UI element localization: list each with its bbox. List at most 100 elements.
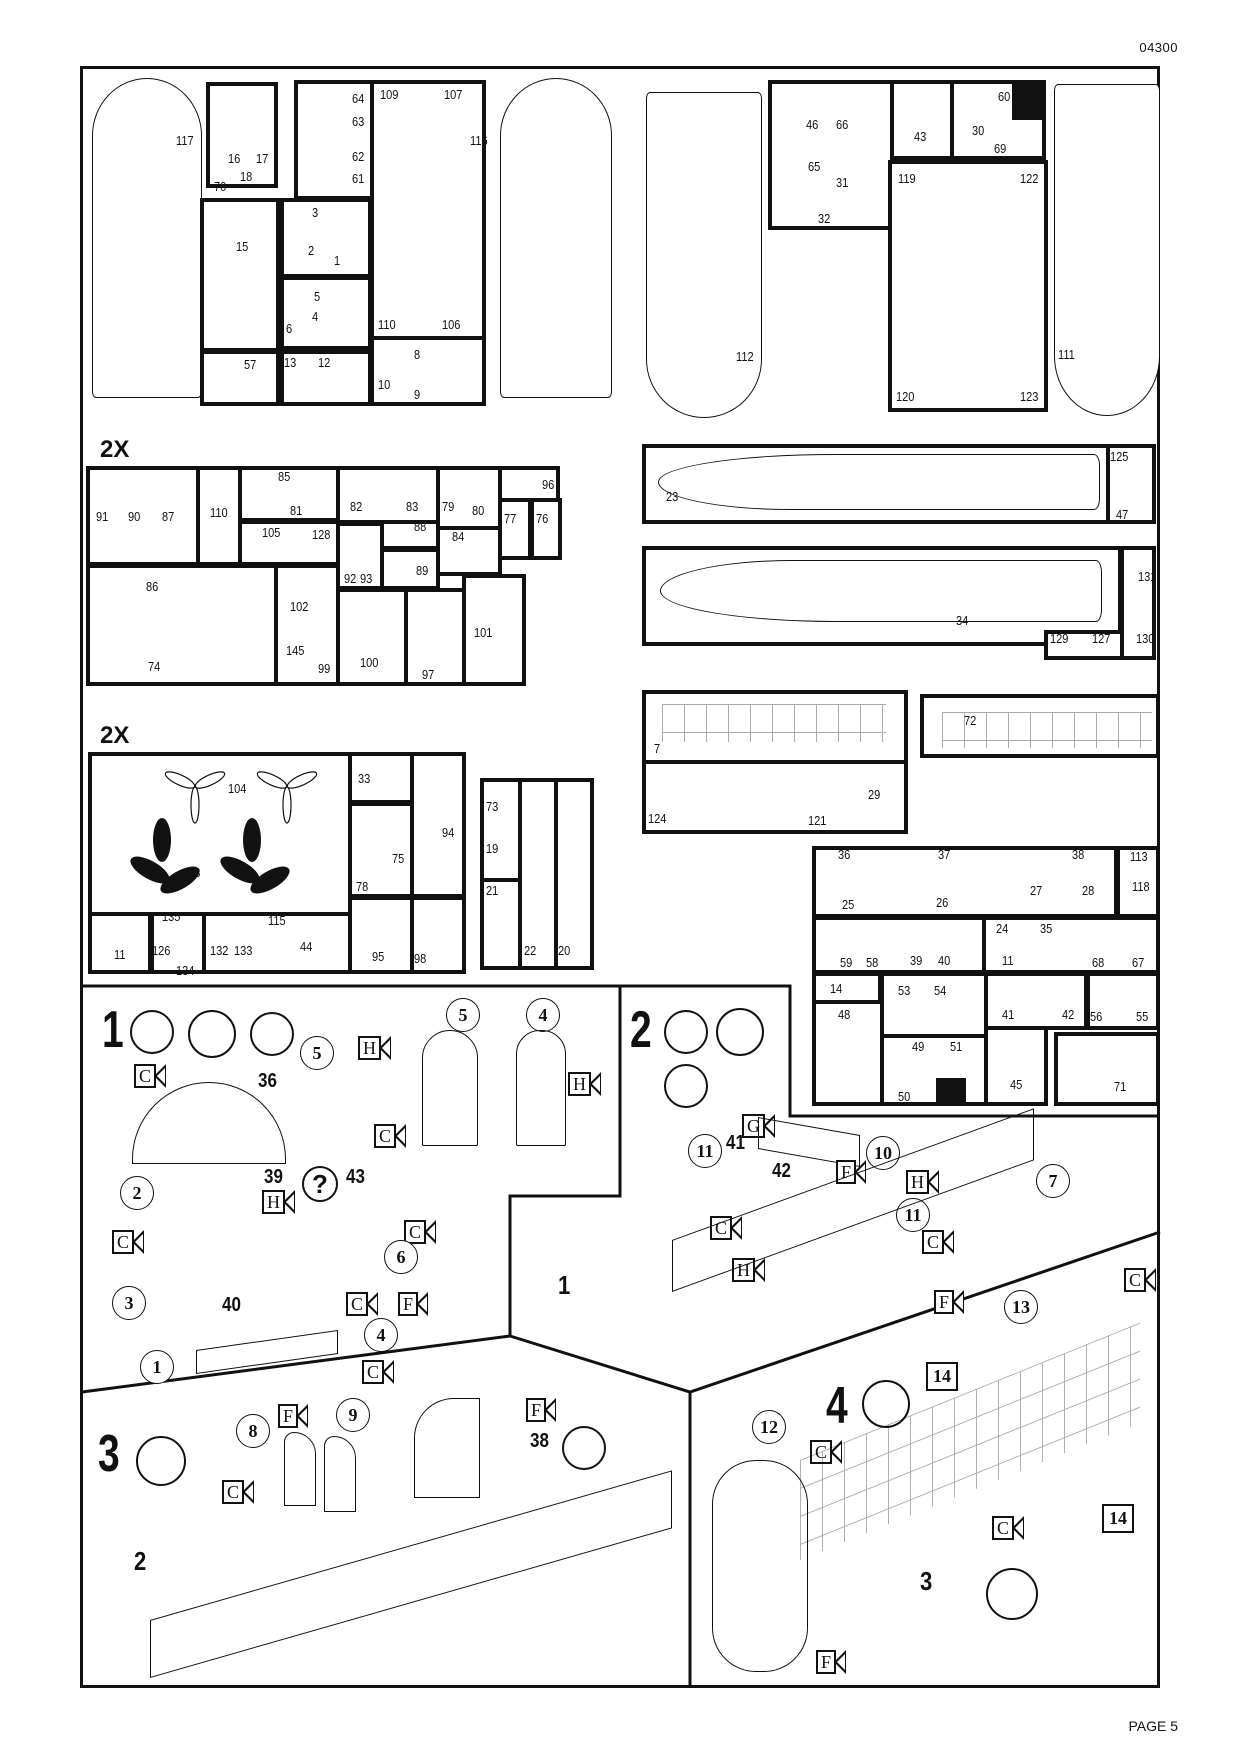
part-label: 94 — [442, 825, 455, 840]
color-flag: H — [906, 1170, 939, 1194]
part-callout: 1 — [558, 1270, 571, 1300]
color-flag: C — [1124, 1268, 1157, 1292]
color-flag: C — [222, 1480, 255, 1504]
color-flag: C — [922, 1230, 955, 1254]
part-label: 9 — [414, 387, 421, 402]
color-flag: F — [278, 1404, 309, 1428]
part-callout: 38 — [530, 1430, 549, 1452]
part-circle: 2 — [120, 1176, 154, 1210]
part-label: 44 — [300, 939, 313, 954]
glue-icon — [130, 1010, 174, 1054]
sprue-box — [336, 588, 408, 686]
part-label: 101 — [474, 625, 493, 640]
part-label: 135 — [162, 909, 181, 924]
part-circle: 7 — [1036, 1164, 1070, 1198]
sprue-box — [86, 564, 278, 686]
part-label: 51 — [950, 1039, 963, 1054]
part-label: 120 — [896, 389, 915, 404]
sprue-box — [200, 198, 280, 352]
clock-icon — [716, 1008, 764, 1056]
color-flag: H — [358, 1036, 391, 1060]
bulkhead-part-9 — [324, 1436, 356, 1512]
part-label: 118 — [1132, 879, 1150, 894]
part-square: 14 — [1102, 1504, 1134, 1533]
clock-icon — [986, 1568, 1038, 1620]
part-label: 68 — [1092, 955, 1105, 970]
part-label: 33 — [358, 771, 371, 786]
part-circle: 10 — [866, 1136, 900, 1170]
part-label: 12 — [318, 355, 331, 370]
part-label: 7 — [654, 741, 661, 756]
document-code: 04300 — [1139, 40, 1178, 55]
part-label: 88 — [414, 519, 427, 534]
part-label: 72 — [964, 713, 977, 728]
part-label: 50 — [898, 1089, 911, 1104]
clock-icon — [188, 1010, 236, 1058]
part-label: 133 — [234, 943, 253, 958]
bulkhead-panel — [414, 1398, 480, 1498]
color-flag: H — [568, 1072, 601, 1096]
part-label: 90 — [128, 509, 141, 524]
paint-icon — [562, 1426, 606, 1470]
part-label: 67 — [1132, 955, 1145, 970]
part-label: 75 — [392, 851, 405, 866]
sprue-box — [498, 498, 532, 560]
color-flag: C — [134, 1064, 167, 1088]
sprue-box — [880, 972, 988, 1038]
part-label: 123 — [1020, 389, 1039, 404]
color-flag: F — [398, 1292, 429, 1316]
part-label: 26 — [936, 895, 949, 910]
part-label: 71 — [1114, 1079, 1127, 1094]
part-label: 66 — [836, 117, 849, 132]
part-label: 113 — [1130, 849, 1148, 864]
part-label: 38 — [1072, 847, 1085, 862]
part-label: 37 — [938, 847, 951, 862]
part-circle: 3 — [112, 1286, 146, 1320]
sprue-box — [888, 160, 1048, 412]
part-label: 85 — [278, 469, 291, 484]
part-label: 96 — [542, 477, 555, 492]
step-number: 3 — [98, 1425, 120, 1483]
sprue-box — [1116, 846, 1160, 918]
sprue-box — [370, 336, 486, 406]
part-label: 27 — [1030, 883, 1043, 898]
color-flag: F — [526, 1398, 557, 1422]
glue-icon — [664, 1010, 708, 1054]
color-flag: C — [374, 1124, 407, 1148]
part-label: 6 — [286, 321, 293, 336]
sprue-box — [554, 778, 594, 970]
part-label: 24 — [996, 921, 1009, 936]
part-label: 17 — [256, 151, 269, 166]
sprue-box — [410, 896, 466, 974]
paint-icon — [664, 1064, 708, 1108]
part-label: 104 — [228, 781, 247, 796]
paint-icon — [250, 1012, 294, 1056]
sprue-box — [200, 350, 280, 406]
part-circle: 5 — [300, 1036, 334, 1070]
part-label: 117 — [176, 133, 194, 148]
part-label: 40 — [938, 953, 951, 968]
color-flag: H — [732, 1258, 765, 1282]
floor-grid-7 — [662, 704, 886, 742]
part-label: 35 — [1040, 921, 1053, 936]
bulkhead-part-8 — [284, 1432, 316, 1506]
part-label: 145 — [286, 643, 305, 658]
part-label: 99 — [318, 661, 331, 676]
part-callout: 3 — [920, 1566, 933, 1596]
part-circle: 8 — [236, 1414, 270, 1448]
part-label: 91 — [96, 509, 109, 524]
sprue-box — [880, 1034, 988, 1106]
part-label: 46 — [806, 117, 819, 132]
glue-icon — [136, 1436, 186, 1486]
part-label: 59 — [840, 955, 853, 970]
part-label: 110 — [378, 317, 396, 332]
part-label: 25 — [842, 897, 855, 912]
sprue-box — [404, 588, 466, 686]
part-label: 124 — [648, 811, 667, 826]
part-label: 110 — [210, 505, 228, 520]
part-circle: 11 — [896, 1198, 930, 1232]
part-callout: 43 — [346, 1166, 365, 1188]
part-label: 5 — [314, 289, 321, 304]
part-label: 102 — [290, 599, 309, 614]
part-label: 41 — [1002, 1007, 1015, 1022]
